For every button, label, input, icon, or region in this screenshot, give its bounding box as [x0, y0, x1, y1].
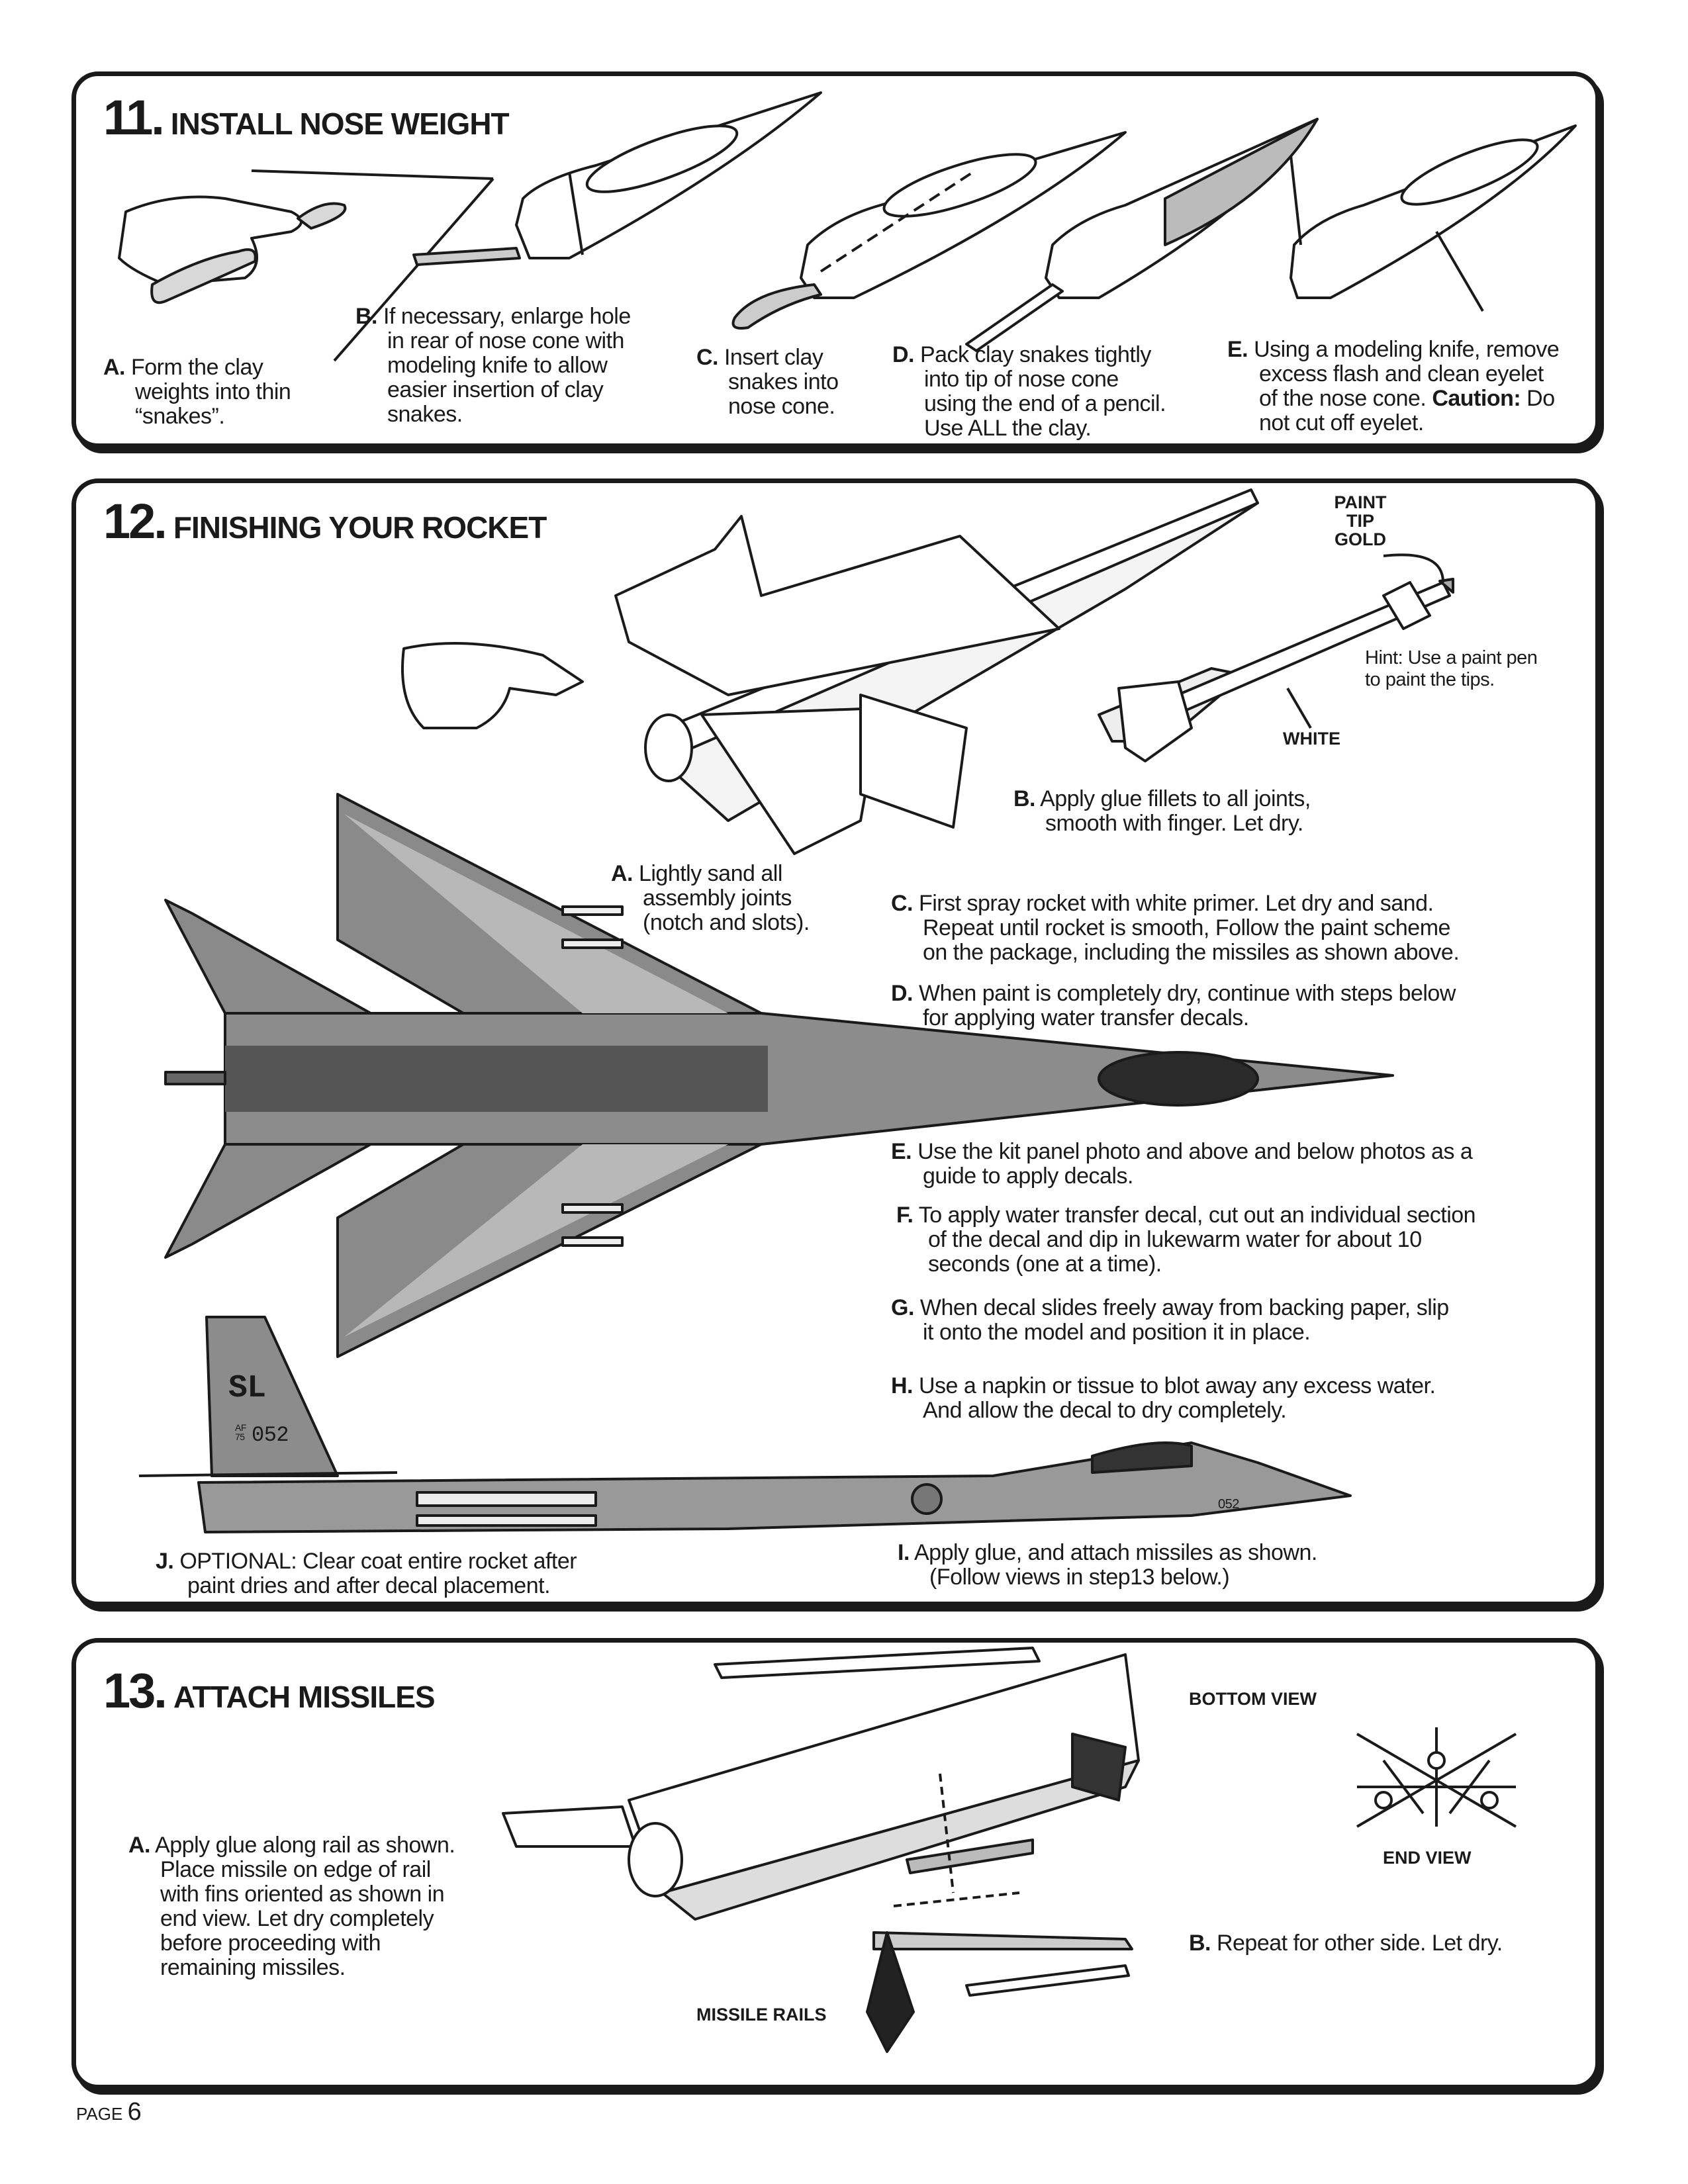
decal-serial-prefix: AF 75	[235, 1422, 246, 1442]
step-11-item-d: D. Pack clay snakes tightly into tip of …	[892, 342, 1166, 441]
step-13-item-a: A. Apply glue along rail as shown. Place…	[128, 1833, 455, 1980]
decal-tail-code: SL	[228, 1371, 266, 1406]
step-13-item-b: B. Repeat for other side. Let dry.	[1189, 1931, 1503, 1956]
step-11-item-b: B. If necessary, enlarge hole in rear of…	[355, 304, 631, 427]
step-title: FINISHING YOUR ROCKET	[173, 510, 547, 545]
step-13-title: 13.ATTACH MISSILES	[103, 1662, 436, 1719]
bottom-view-label: BOTTOM VIEW	[1189, 1689, 1317, 1709]
step-12-item-h: H. Use a napkin or tissue to blot away a…	[891, 1373, 1436, 1423]
step-title: INSTALL NOSE WEIGHT	[170, 107, 510, 141]
white-callout: WHITE	[1283, 729, 1340, 749]
step-number: 12.	[103, 494, 167, 549]
paint-tip-gold-callout: PAINT TIP GOLD	[1334, 492, 1387, 549]
step-number: 13.	[103, 1663, 167, 1718]
step-12-item-a: A. Lightly sand all assembly joints (not…	[611, 861, 810, 935]
end-view-label: END VIEW	[1383, 1848, 1472, 1868]
step-12-item-d: D. When paint is completely dry, continu…	[891, 981, 1456, 1030]
step-12-item-c: C. First spray rocket with white primer.…	[891, 891, 1460, 965]
step-12-item-f: F. To apply water transfer decal, cut ou…	[896, 1203, 1476, 1277]
step-11-item-a: A. Form the clay weights into thin “snak…	[103, 355, 291, 429]
step-12-item-g: G. When decal slides freely away from ba…	[891, 1295, 1449, 1345]
paint-pen-hint: Hint: Use a paint pen to paint the tips.	[1365, 647, 1538, 690]
step-title: ATTACH MISSILES	[173, 1680, 436, 1714]
step-11-title: 11.INSTALL NOSE WEIGHT	[103, 89, 510, 146]
step-12-item-e: E. Use the kit panel photo and above and…	[891, 1139, 1473, 1189]
step-12-item-b: B. Apply glue fillets to all joints, smo…	[1013, 786, 1311, 836]
step-11-item-c: C. Insert clay snakes into nose cone.	[696, 345, 839, 419]
step-12-item-i: I. Apply glue, and attach missiles as sh…	[898, 1540, 1317, 1590]
decal-serial: 052	[252, 1423, 289, 1447]
step-12-title: 12.FINISHING YOUR ROCKET	[103, 493, 547, 549]
step-number: 11.	[103, 90, 165, 145]
step-12-item-j: J. OPTIONAL: Clear coat entire rocket af…	[156, 1549, 577, 1598]
step-11-item-e: E. Using a modeling knife, remove excess…	[1227, 337, 1560, 435]
decal-nose-number: 052	[1218, 1497, 1239, 1512]
missile-rails-label: MISSILE RAILS	[696, 2005, 827, 2025]
page-number: PAGE 6	[76, 2098, 142, 2126]
